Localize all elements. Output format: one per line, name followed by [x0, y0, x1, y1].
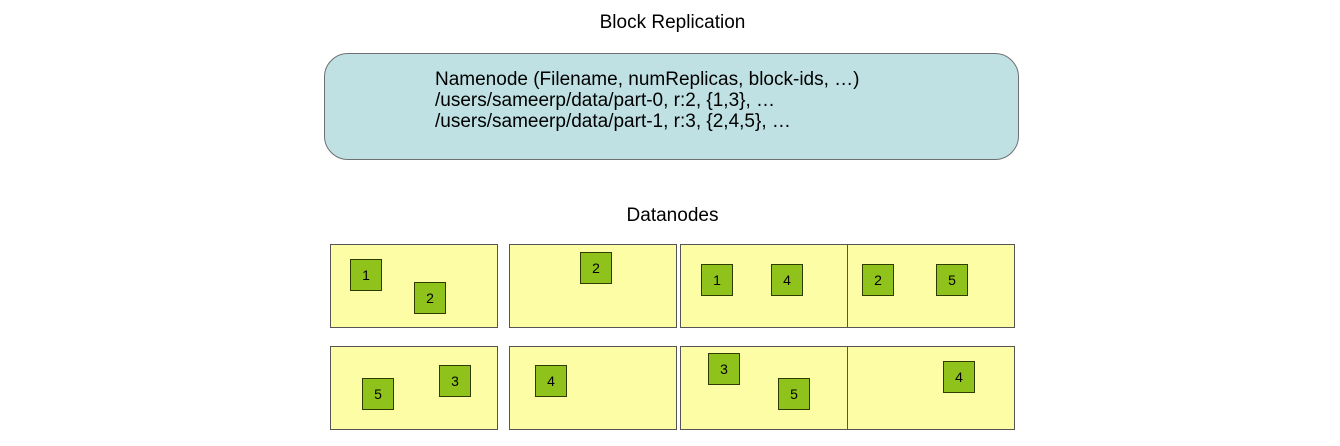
datanode-5: 5 3	[330, 346, 498, 430]
datanode-6: 4	[509, 346, 677, 430]
datanode-8: 4	[847, 346, 1015, 430]
block-replica: 1	[701, 264, 733, 296]
datanode-3: 1 4	[680, 244, 848, 328]
block-replica: 2	[414, 282, 446, 314]
block-replica: 2	[580, 252, 612, 284]
datanodes-label: Datanodes	[626, 205, 719, 226]
block-replica: 2	[862, 264, 894, 296]
namenode-file-line-part-0: /users/sameerp/data/part-0, r:2, {1,3}, …	[435, 90, 776, 111]
namenode-file-line-part-1: /users/sameerp/data/part-1, r:3, {2,4,5}…	[435, 111, 791, 132]
datanode-2: 2	[509, 244, 677, 328]
namenode-box: Namenode (Filename, numReplicas, block-i…	[324, 53, 1019, 160]
datanode-4: 2 5	[847, 244, 1015, 328]
block-replica: 4	[943, 361, 975, 393]
block-replica: 4	[535, 365, 567, 397]
block-replica: 3	[439, 365, 471, 397]
block-replica: 1	[350, 259, 382, 291]
block-replica: 3	[708, 353, 740, 385]
datanode-7: 3 5	[680, 346, 848, 430]
namenode-header-line: Namenode (Filename, numReplicas, block-i…	[435, 69, 860, 90]
block-replica: 4	[771, 264, 803, 296]
block-replica: 5	[778, 378, 810, 410]
block-replica: 5	[936, 264, 968, 296]
datanode-1: 1 2	[330, 244, 498, 328]
diagram-title: Block Replication	[599, 12, 746, 33]
block-replica: 5	[362, 378, 394, 410]
namenode-text: Namenode (Filename, numReplicas, block-i…	[435, 69, 860, 132]
